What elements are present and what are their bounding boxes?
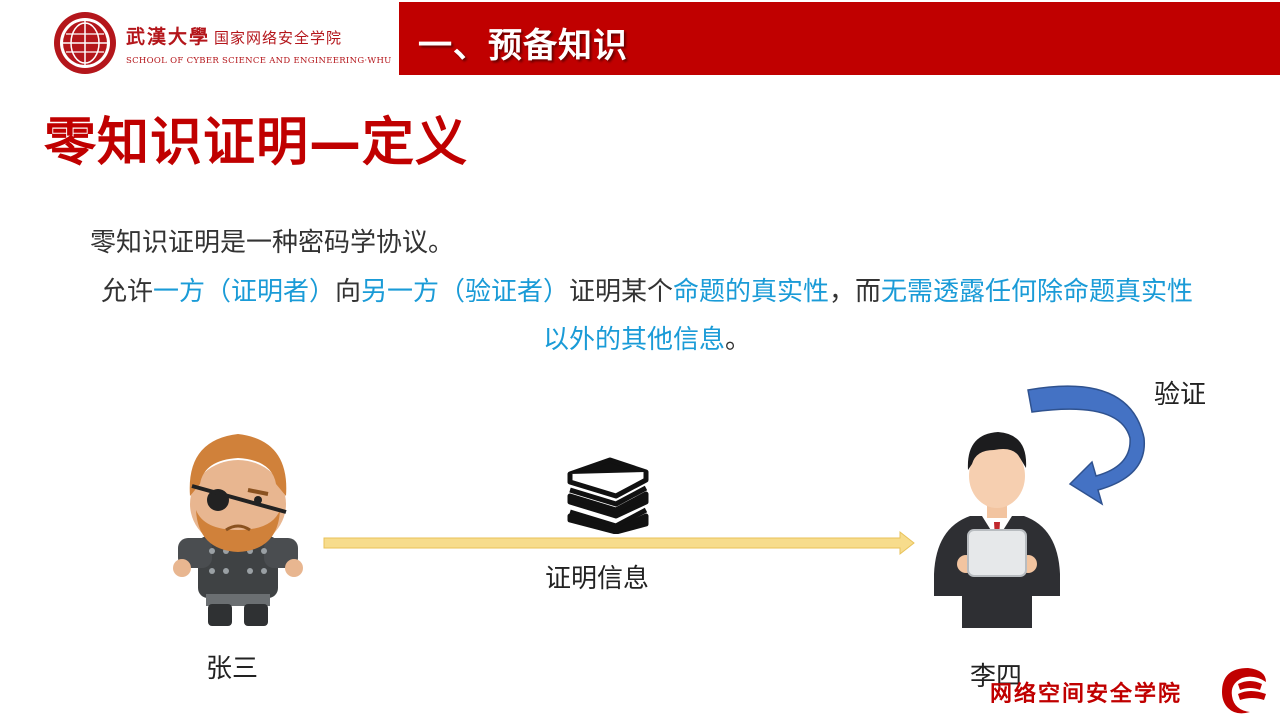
message-label: 证明信息 xyxy=(545,564,650,594)
definition-segment: 。 xyxy=(725,325,752,355)
university-seal-icon xyxy=(54,12,116,74)
school-emblem-icon xyxy=(1222,668,1266,714)
curved-arrow-icon xyxy=(1027,385,1146,506)
definition-highlight: 命题的真实性 xyxy=(673,277,830,307)
university-logo: 武漢大學国家网络安全学院 SCHOOL OF CYBER SCIENCE AND… xyxy=(44,4,391,76)
definition-segment: 允许 xyxy=(100,277,153,307)
definition-highlight: 无需透露任何除命题真实性以外的其他信息 xyxy=(542,277,1194,355)
definition-segment: ，而 xyxy=(829,277,882,307)
page-title: 零知识证明—定义 xyxy=(44,113,469,173)
prover-character-icon xyxy=(173,434,303,626)
section-title: 一、预备知识 xyxy=(418,26,628,66)
footer-school-name: 网络空间安全学院 xyxy=(990,681,1183,707)
school-name-cn: 国家网络安全学院 xyxy=(214,29,343,47)
book-stack-icon xyxy=(567,457,649,534)
verifier-businessman-icon xyxy=(934,432,1060,628)
verifier-name: 李四 xyxy=(970,662,1023,692)
footer-logo: 网络空间安全学院 xyxy=(988,662,1280,720)
definition-segment: 向 xyxy=(334,277,361,307)
definition-highlight: 另一方（验证者） xyxy=(360,277,569,307)
prover-name: 张三 xyxy=(206,654,259,684)
definition-paragraph: 允许一方（证明者）向另一方（验证者）证明某个命题的真实性，而无需透露任何除命题真… xyxy=(92,268,1202,364)
school-name-en: SCHOOL OF CYBER SCIENCE AND ENGINEERING·… xyxy=(126,56,392,66)
definition-highlight: 一方（证明者） xyxy=(152,277,335,307)
message-arrow-icon xyxy=(323,530,915,556)
definition-line-1: 零知识证明是一种密码学协议。 xyxy=(90,228,455,258)
verify-label: 验证 xyxy=(1154,380,1207,410)
university-name-cn: 武漢大學 xyxy=(126,26,211,48)
university-name: 武漢大學国家网络安全学院 xyxy=(126,22,342,49)
section-header-bar xyxy=(399,2,1280,75)
definition-segment: 证明某个 xyxy=(569,277,674,307)
